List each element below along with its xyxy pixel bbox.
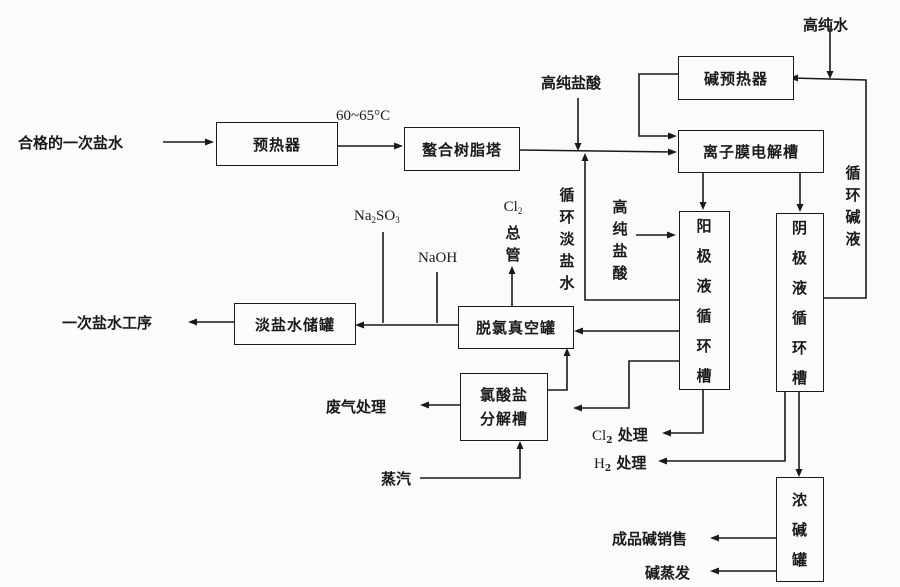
label-char: 总: [505, 224, 521, 242]
formula-part: Cl: [503, 199, 518, 215]
conc-alkali-char: 罐: [791, 550, 808, 569]
alkali-preheater-label: 碱预热器: [703, 69, 768, 88]
formula-sub: 2: [371, 215, 377, 225]
conc-alkali-tank-box: 浓 碱 罐: [776, 477, 824, 582]
cl2-treatment-label: Cl2 处理: [592, 424, 648, 446]
treatment-text: 处理: [616, 454, 647, 472]
cl2-formula: Cl2: [502, 196, 524, 222]
preheater-box: 预热器: [216, 122, 338, 166]
pure-water-label: 高纯水: [803, 16, 849, 34]
product-sale-label: 成品碱销售: [612, 530, 688, 548]
formula-sub: 3: [395, 215, 400, 225]
label-char: 环: [559, 208, 575, 226]
chlorate-tank-line2: 分解槽: [479, 410, 528, 428]
label-char: 碱: [845, 208, 861, 226]
formula-part: H: [594, 456, 605, 472]
catholyte-char: 极: [791, 248, 808, 267]
line-recycle-alkali: [791, 77, 867, 299]
label-char: 纯: [612, 220, 628, 238]
line-anolyte-to-chlorate: [577, 360, 679, 409]
anolyte-char: 液: [696, 276, 713, 295]
catholyte-char: 阴: [791, 218, 808, 237]
recycle-alkali-label: 循 环 碱 液: [844, 162, 862, 250]
dechlorination-tank-box: 脱氯真空罐: [458, 306, 574, 349]
label-char: 高: [612, 198, 628, 216]
label-char: 管: [505, 246, 521, 264]
anolyte-char: 环: [696, 336, 713, 355]
dilute-brine-tank-label: 淡盐水储罐: [254, 315, 335, 334]
arrow-chelating-to-cell: [519, 149, 675, 153]
dilute-brine-tank-box: 淡盐水储罐: [234, 303, 356, 345]
catholyte-char: 环: [791, 338, 808, 357]
anolyte-char: 阳: [696, 216, 713, 235]
catholyte-char: 液: [791, 278, 808, 297]
formula-sub: 2: [606, 436, 613, 446]
formula-sub: 2: [604, 464, 612, 474]
conc-alkali-char: 碱: [791, 520, 808, 539]
chlorate-tank-line1: 氯酸盐: [479, 386, 528, 404]
line-chlorate-to-dechlor: [548, 352, 568, 391]
dechlorination-tank-label: 脱氯真空罐: [475, 319, 556, 337]
formula-sub: 2: [517, 206, 523, 216]
steam-label: 蒸汽: [381, 470, 412, 488]
anolyte-char: 循: [696, 306, 713, 325]
chelating-tower-box: 螯合树脂塔: [404, 127, 520, 171]
preheater-label: 预热器: [252, 135, 301, 154]
waste-gas-label: 废气处理: [326, 398, 387, 416]
label-char: 酸: [612, 264, 628, 282]
formula-part: SO: [376, 208, 396, 224]
label-char: 淡: [559, 230, 575, 248]
primary-brine-label: 一次盐水工序: [62, 314, 153, 332]
hcl-top-label: 高纯盐酸: [541, 74, 602, 92]
treatment-text: 处理: [617, 426, 648, 444]
membrane-cell-label: 离子膜电解槽: [702, 143, 799, 161]
catholyte-char: 循: [791, 308, 808, 327]
label-char: 循: [559, 186, 575, 204]
line-alkali-preheater-to-cell: [638, 73, 678, 137]
catholyte-tank-box: 阴 极 液 循 环 槽: [776, 213, 824, 392]
formula-part: Na: [354, 208, 372, 224]
recycle-dilute-brine-label: 循 环 淡 盐 水: [558, 184, 576, 294]
na2so3-label: Na2SO3: [354, 208, 400, 225]
hcl-side-label: 高 纯 盐 酸: [611, 196, 629, 284]
feed-label: 合格的一次盐水: [18, 134, 124, 152]
line-steam: [420, 445, 521, 479]
catholyte-char: 槽: [791, 368, 808, 387]
alkali-preheater-box: 碱预热器: [678, 56, 794, 100]
anolyte-char: 极: [696, 246, 713, 265]
membrane-cell-box: 离子膜电解槽: [678, 130, 824, 173]
temperature-label: 60~65°C: [336, 108, 391, 124]
naoh-label: NaOH: [418, 250, 458, 266]
label-char: 循: [845, 164, 861, 182]
label-char: 液: [845, 230, 861, 248]
anolyte-char: 槽: [696, 366, 713, 385]
formula-part: Cl: [592, 428, 607, 444]
label-char: 环: [845, 186, 861, 204]
label-char: 盐: [612, 242, 628, 260]
label-char: 水: [559, 274, 575, 292]
line-recycle-dilute-brine: [584, 157, 680, 301]
conc-alkali-char: 浓: [791, 490, 808, 509]
label-char: 盐: [559, 252, 575, 270]
cl2-header-label: Cl2 总 管: [502, 196, 524, 266]
line-to-cl2-treatment: [666, 388, 704, 434]
h2-treatment-label: H2 处理: [594, 452, 646, 474]
line-to-h2-treatment: [662, 392, 786, 462]
anolyte-tank-box: 阳 极 液 循 环 槽: [679, 211, 730, 390]
chlorate-tank-box: 氯酸盐 分解槽: [460, 373, 548, 441]
alkali-evap-label: 碱蒸发: [645, 564, 691, 582]
chelating-tower-label: 螯合树脂塔: [421, 140, 502, 159]
